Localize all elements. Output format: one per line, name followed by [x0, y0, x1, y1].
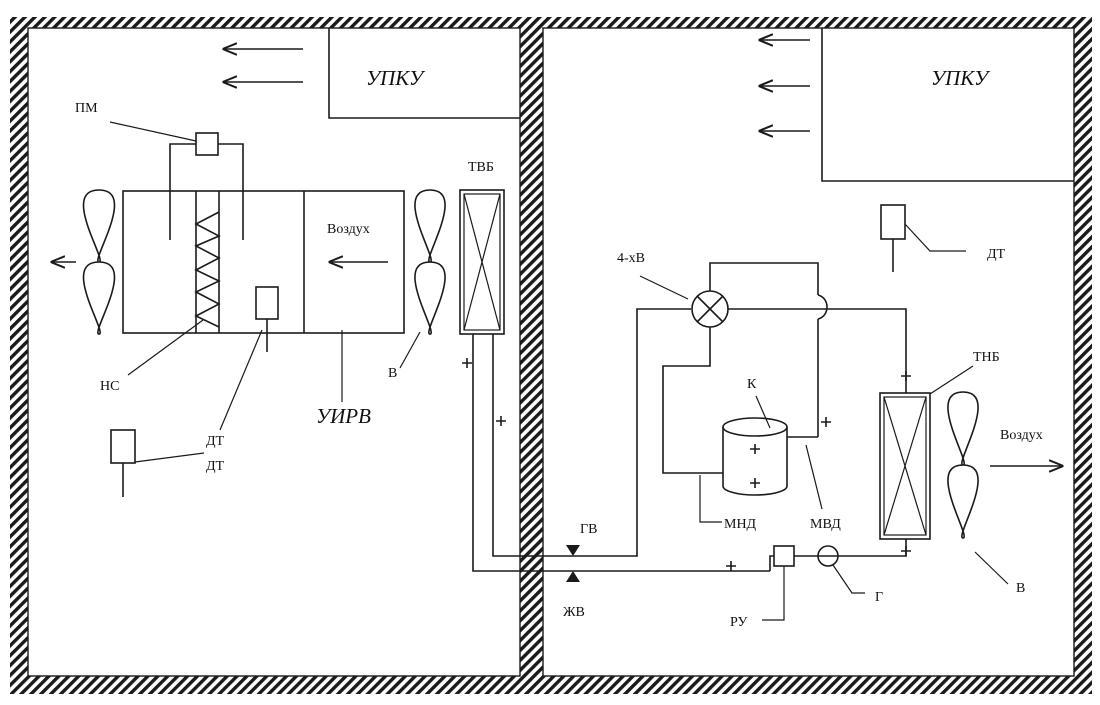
pipe — [492, 308, 691, 557]
ns-label: НС — [100, 379, 119, 394]
tvb-label: ТВБ — [468, 160, 494, 175]
g-label: Г — [875, 590, 883, 605]
dt-right-label: ДТ — [987, 247, 1006, 262]
ru-label: РУ — [730, 615, 747, 630]
pipe — [709, 262, 819, 295]
zhv-label: ЖВ — [563, 605, 585, 620]
pipe-marker — [726, 561, 736, 571]
upku-left-box — [328, 28, 520, 119]
walls — [10, 17, 1092, 694]
fan-icon — [82, 189, 116, 335]
indoor-room-content: УПКУ ПМ Воздух ТВБ — [52, 28, 770, 572]
upku-right-box — [821, 28, 1074, 182]
pipe — [472, 334, 770, 572]
heat-exchanger-icon — [879, 392, 931, 540]
fan-icon — [947, 391, 979, 539]
mnd-label: МНД — [724, 517, 757, 532]
dt-inner-label: ДТ — [206, 434, 225, 449]
outdoor-room-content: УПКУ ДТ 4-хВ К МНД МВД — [617, 28, 1074, 630]
ns-zigzag — [194, 211, 221, 328]
mvd-label: МВД — [810, 517, 841, 532]
pm-label: ПМ — [75, 101, 98, 116]
v-right-label: В — [1016, 581, 1025, 596]
vozduh-left-label: Воздух — [327, 222, 370, 237]
k-label: К — [747, 377, 757, 392]
v-left-label: В — [388, 366, 397, 381]
pipe-marker — [462, 358, 472, 368]
compressor-icon — [722, 427, 788, 496]
heat-exchanger-icon — [459, 189, 505, 335]
dt-left-label: ДТ — [206, 459, 225, 474]
gv-label: ГВ — [580, 522, 597, 537]
pipe — [728, 308, 907, 393]
pipe-marker — [496, 416, 506, 426]
tnb-label: ТНБ — [973, 350, 1000, 365]
pipe — [662, 327, 723, 474]
unit-body — [122, 190, 405, 334]
upku-right-label: УПКУ — [931, 66, 991, 90]
uirv-label: УИРВ — [316, 404, 371, 428]
pipe-marker — [821, 417, 831, 427]
pipe-marker — [901, 371, 911, 381]
room-outdoor — [542, 27, 1075, 677]
four-way-valve-label: 4-хВ — [617, 251, 645, 266]
valve-icon — [566, 545, 580, 556]
g-gauge — [817, 545, 839, 567]
vozduh-right-label: Воздух — [1000, 428, 1043, 443]
service-valves: ГВ ЖВ — [563, 522, 597, 620]
valve-icon — [566, 571, 580, 582]
room-indoor — [27, 27, 521, 677]
pipe-marker — [901, 546, 911, 556]
fan-icon — [414, 189, 446, 335]
upku-left-label: УПКУ — [366, 66, 426, 90]
